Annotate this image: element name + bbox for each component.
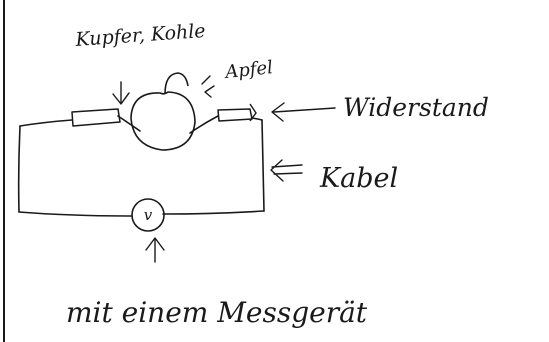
label-meter: mit einem Messgerät <box>66 296 368 329</box>
annotation-arrows <box>112 75 336 263</box>
arrow-copper-carbon <box>112 81 130 105</box>
arrow-cable <box>270 159 303 182</box>
wire-right-vertical <box>261 119 265 212</box>
wire-top-right <box>251 117 263 121</box>
resistor-symbol <box>217 108 253 122</box>
label-copper-carbon: Kupfer, Kohle <box>74 20 206 51</box>
apple-shape <box>130 72 196 151</box>
wire-bottom-right <box>162 210 265 215</box>
resistor-right-tick <box>249 103 257 122</box>
left-electrode <box>71 108 121 127</box>
meter-symbol-letter: v <box>144 206 153 224</box>
meter-symbol-circle <box>131 198 165 232</box>
label-resistor: Widerstand <box>343 93 489 122</box>
wire-top-left <box>19 119 73 127</box>
arrow-apple <box>204 85 215 98</box>
wire-bottom-left <box>18 211 133 217</box>
wire-left-vertical <box>17 125 21 213</box>
circuit-wires <box>17 115 265 217</box>
label-cable: Kabel <box>319 163 398 194</box>
label-apple: Apfel <box>222 57 274 83</box>
lead-left-electrode <box>117 115 141 132</box>
arrow-resistor <box>271 102 336 122</box>
arrow-meter <box>145 237 165 263</box>
apple-stem <box>164 72 189 95</box>
